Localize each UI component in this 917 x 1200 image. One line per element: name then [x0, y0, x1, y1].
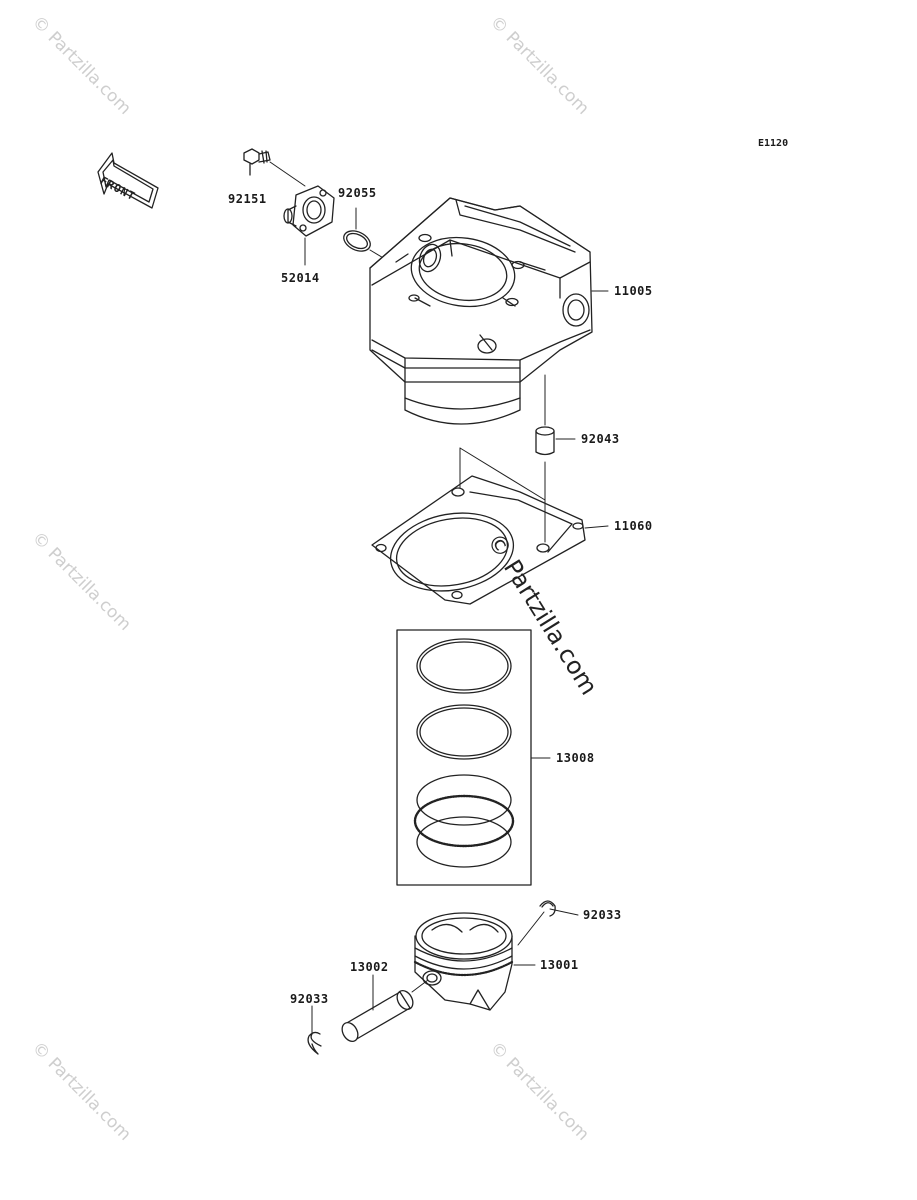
- diagram-code: E1120: [758, 138, 789, 149]
- cylinder-block-icon: [369, 197, 609, 425]
- circlip-icon: [517, 900, 579, 946]
- circlip-icon: [307, 1005, 322, 1055]
- part-label-92033-lower[interactable]: 92033: [290, 992, 329, 1006]
- part-label-92151[interactable]: 92151: [228, 192, 267, 206]
- front-arrow-icon: [97, 152, 159, 209]
- part-label-13001[interactable]: 13001: [540, 958, 579, 972]
- bolt-icon: [243, 148, 306, 187]
- part-label-11060[interactable]: 11060: [614, 519, 653, 533]
- piston-icon: [413, 912, 536, 1011]
- piston-ring-set-icon: [396, 629, 551, 886]
- piston-pin-icon: [341, 974, 429, 1042]
- gasket-icon: [371, 447, 609, 605]
- part-label-13008[interactable]: 13008: [556, 751, 595, 765]
- pipe-fitting-icon: [283, 185, 335, 266]
- part-label-13002[interactable]: 13002: [350, 960, 389, 974]
- o-ring-icon: [343, 207, 391, 263]
- part-label-11005[interactable]: 11005: [614, 284, 653, 298]
- dowel-pin-icon: [535, 374, 576, 456]
- part-label-92043[interactable]: 92043: [581, 432, 620, 446]
- part-label-92055[interactable]: 92055: [338, 186, 377, 200]
- part-label-92033-upper[interactable]: 92033: [583, 908, 622, 922]
- part-label-52014[interactable]: 52014: [281, 271, 320, 285]
